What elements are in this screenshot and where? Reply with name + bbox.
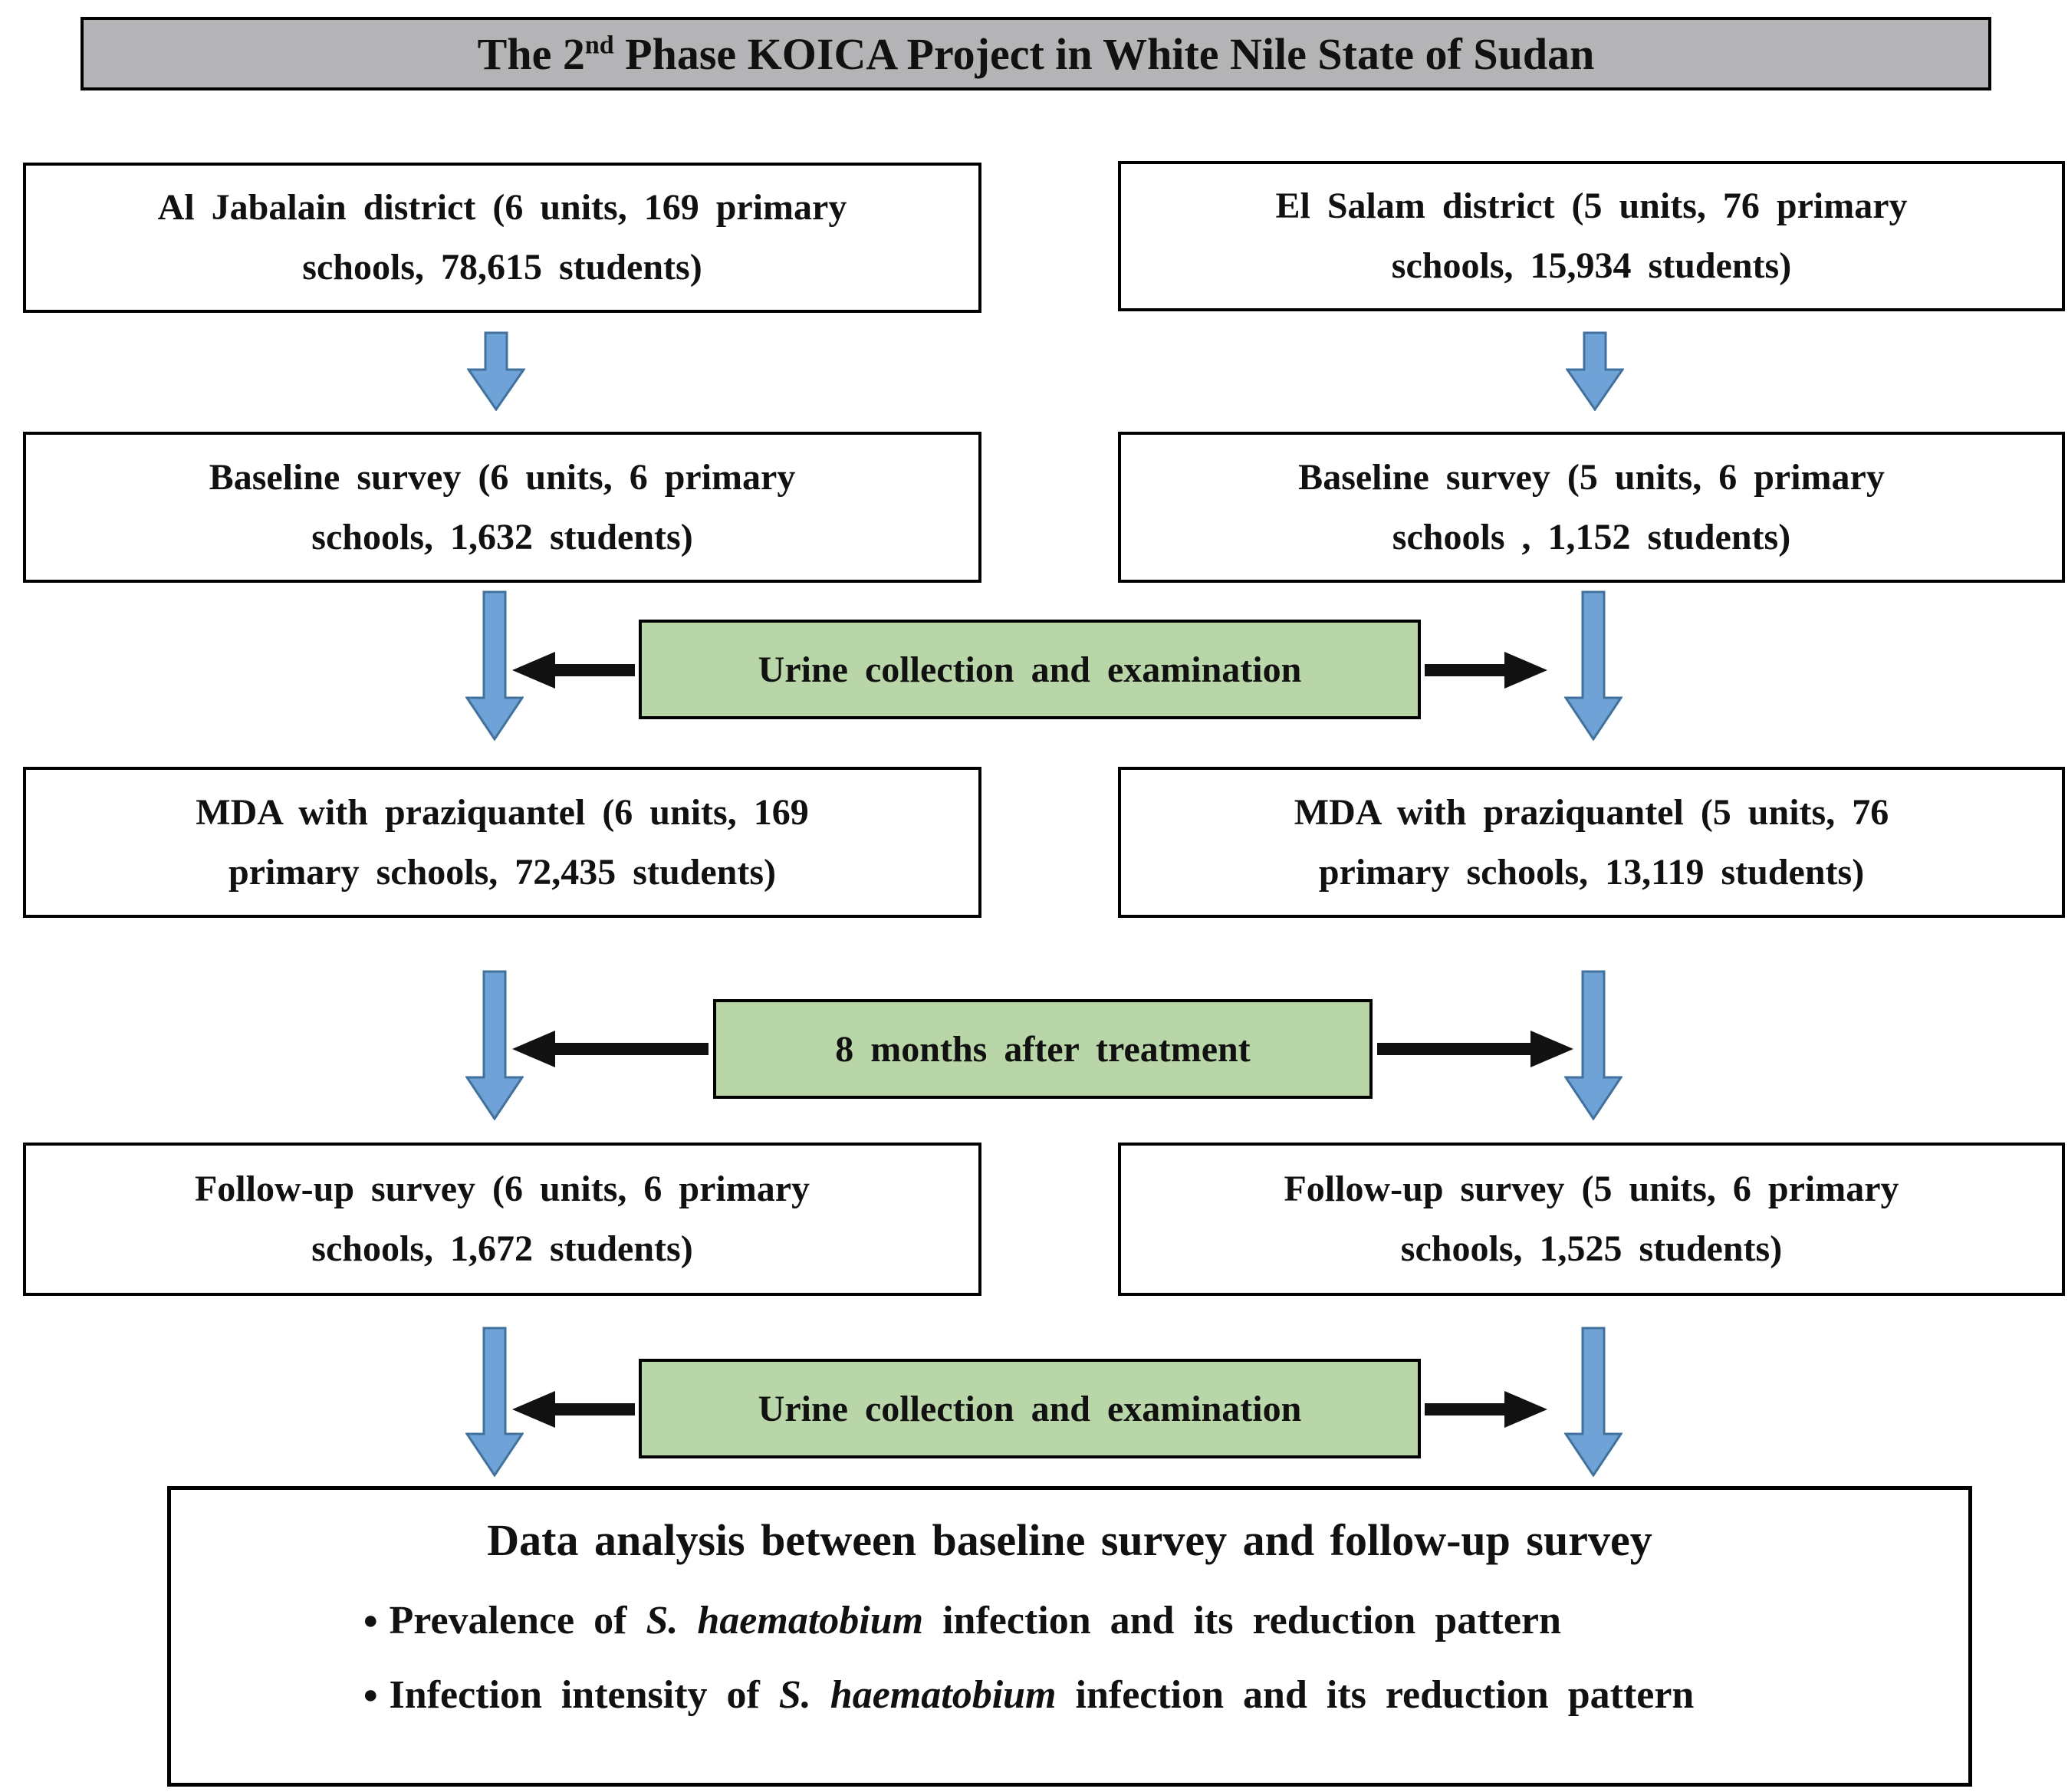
bullet-icon: ● xyxy=(363,1680,379,1709)
down-arrow-icon xyxy=(465,590,524,741)
connector-urine-collection-1: Urine collection and examination xyxy=(639,620,1421,719)
box-text-line: MDA with praziquantel (6 units, 169 xyxy=(196,791,809,833)
mda-box-left: MDA with praziquantel (6 units, 169 prim… xyxy=(23,767,981,918)
left-arrow-icon xyxy=(511,649,635,692)
connector-label: Urine collection and examination xyxy=(758,1388,1302,1429)
right-arrow-icon xyxy=(1425,649,1549,692)
box-text-line: primary schools, 13,119 students) xyxy=(1318,851,1865,893)
flow-title: The 2nd Phase KOICA Project in White Nil… xyxy=(477,28,1595,79)
down-arrow-icon xyxy=(466,331,526,412)
down-arrow-icon xyxy=(465,1327,524,1478)
box-text-line: schools, 1,632 students) xyxy=(311,516,693,557)
right-arrow-icon xyxy=(1425,1388,1549,1431)
down-arrow-icon xyxy=(1563,970,1623,1121)
box-text-line: schools, 15,934 students) xyxy=(1391,245,1792,286)
district-box-el-salam: El Salam district (5 units, 76 primary s… xyxy=(1118,161,2065,311)
box-text-line: schools, 78,615 students) xyxy=(302,247,702,288)
followup-box-left: Follow-up survey (6 units, 6 primary sch… xyxy=(23,1143,981,1296)
analysis-box: Data analysis between baseline survey an… xyxy=(167,1486,1972,1787)
bullet-text: Prevalence of S. haematobium infection a… xyxy=(389,1599,1561,1642)
analysis-bullet-intensity: ● Infection intensity of S. haematobium … xyxy=(363,1672,1968,1718)
box-text-line: schools, 1,672 students) xyxy=(311,1228,693,1269)
box-text-line: schools, 1,525 students) xyxy=(1400,1228,1783,1269)
left-arrow-icon xyxy=(511,1028,709,1070)
connector-8-months: 8 months after treatment xyxy=(713,999,1373,1099)
analysis-bullet-list: ● Prevalence of S. haematobium infection… xyxy=(363,1598,1968,1718)
analysis-title: Data analysis between baseline survey an… xyxy=(487,1515,1652,1565)
box-text-line: Al Jabalain district (6 units, 169 prima… xyxy=(157,187,847,229)
down-arrow-icon xyxy=(1565,331,1625,412)
box-text-line: schools , 1,152 students) xyxy=(1392,516,1791,557)
connector-label: 8 months after treatment xyxy=(835,1028,1251,1070)
connector-label: Urine collection and examination xyxy=(758,649,1302,690)
box-text-line: El Salam district (5 units, 76 primary xyxy=(1275,186,1908,227)
box-text-line: Baseline survey (6 units, 6 primary xyxy=(209,456,796,498)
baseline-box-left: Baseline survey (6 units, 6 primary scho… xyxy=(23,432,981,583)
followup-box-right: Follow-up survey (5 units, 6 primary sch… xyxy=(1118,1143,2065,1296)
down-arrow-icon xyxy=(1563,590,1623,741)
box-text-line: primary schools, 72,435 students) xyxy=(228,851,777,893)
down-arrow-icon xyxy=(465,970,524,1121)
box-text-line: Follow-up survey (6 units, 6 primary xyxy=(194,1169,810,1210)
down-arrow-icon xyxy=(1563,1327,1623,1478)
district-box-al-jabalain: Al Jabalain district (6 units, 169 prima… xyxy=(23,163,981,313)
box-text-line: Follow-up survey (5 units, 6 primary xyxy=(1284,1169,1899,1210)
connector-urine-collection-2: Urine collection and examination xyxy=(639,1359,1421,1458)
box-text-line: MDA with praziquantel (5 units, 76 xyxy=(1294,791,1889,833)
mda-box-right: MDA with praziquantel (5 units, 76 prima… xyxy=(1118,767,2065,918)
right-arrow-icon xyxy=(1377,1028,1575,1070)
bullet-text: Infection intensity of S. haematobium in… xyxy=(389,1673,1695,1717)
bullet-icon: ● xyxy=(363,1606,379,1635)
analysis-bullet-prevalence: ● Prevalence of S. haematobium infection… xyxy=(363,1598,1968,1643)
baseline-box-right: Baseline survey (5 units, 6 primary scho… xyxy=(1118,432,2065,583)
left-arrow-icon xyxy=(511,1388,635,1431)
box-text-line: Baseline survey (5 units, 6 primary xyxy=(1298,456,1885,498)
flow-title-bar: The 2nd Phase KOICA Project in White Nil… xyxy=(81,17,1991,90)
